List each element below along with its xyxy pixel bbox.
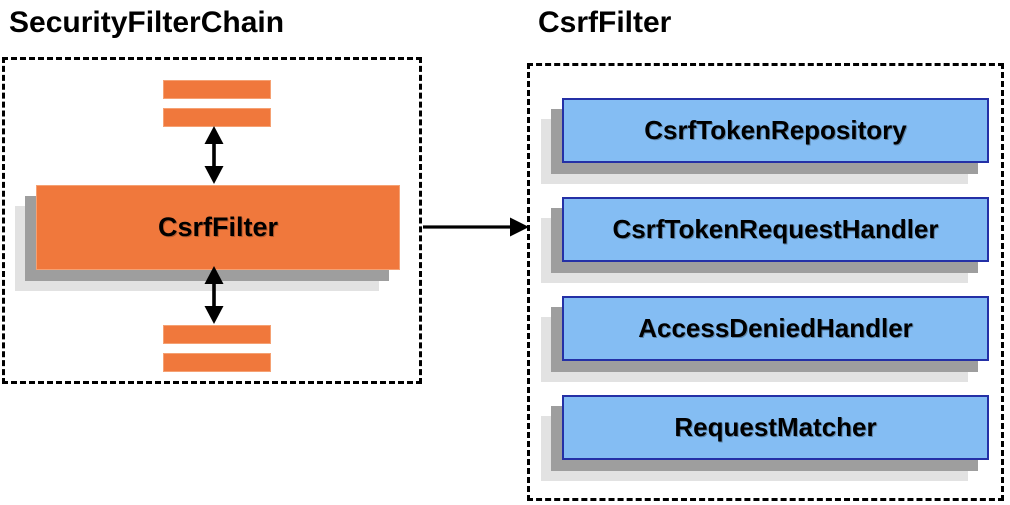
filter-bar-top-1	[163, 80, 271, 99]
component-box-access-denied-handler: AccessDeniedHandler	[562, 296, 989, 361]
component-box-request-matcher: RequestMatcher	[562, 395, 989, 460]
component-label: CsrfTokenRequestHandler	[612, 214, 939, 244]
filter-bar-top-2	[163, 108, 271, 127]
component-box-csrf-token-request-handler: CsrfTokenRequestHandler	[562, 197, 989, 262]
filter-bar-bottom-2	[163, 353, 271, 372]
csrf-filter-title: CsrfFilter	[538, 6, 672, 39]
csrf-filter-components-container: CsrfTokenRepository CsrfTokenRequestHand…	[527, 63, 1004, 501]
component-label: RequestMatcher	[674, 412, 877, 442]
csrf-filter-box-label: CsrfFilter	[157, 212, 279, 242]
component-box-csrf-token-repository: CsrfTokenRepository	[562, 98, 989, 163]
component-label: AccessDeniedHandler	[638, 313, 913, 343]
right-arrow-icon	[423, 217, 529, 237]
security-filter-chain-title: SecurityFilterChain	[9, 6, 285, 39]
filter-bar-bottom-1	[163, 325, 271, 344]
csrf-filter-box: CsrfFilter	[36, 185, 400, 270]
component-label: CsrfTokenRepository	[644, 115, 907, 145]
security-filter-chain-container: CsrfFilter	[2, 57, 422, 384]
